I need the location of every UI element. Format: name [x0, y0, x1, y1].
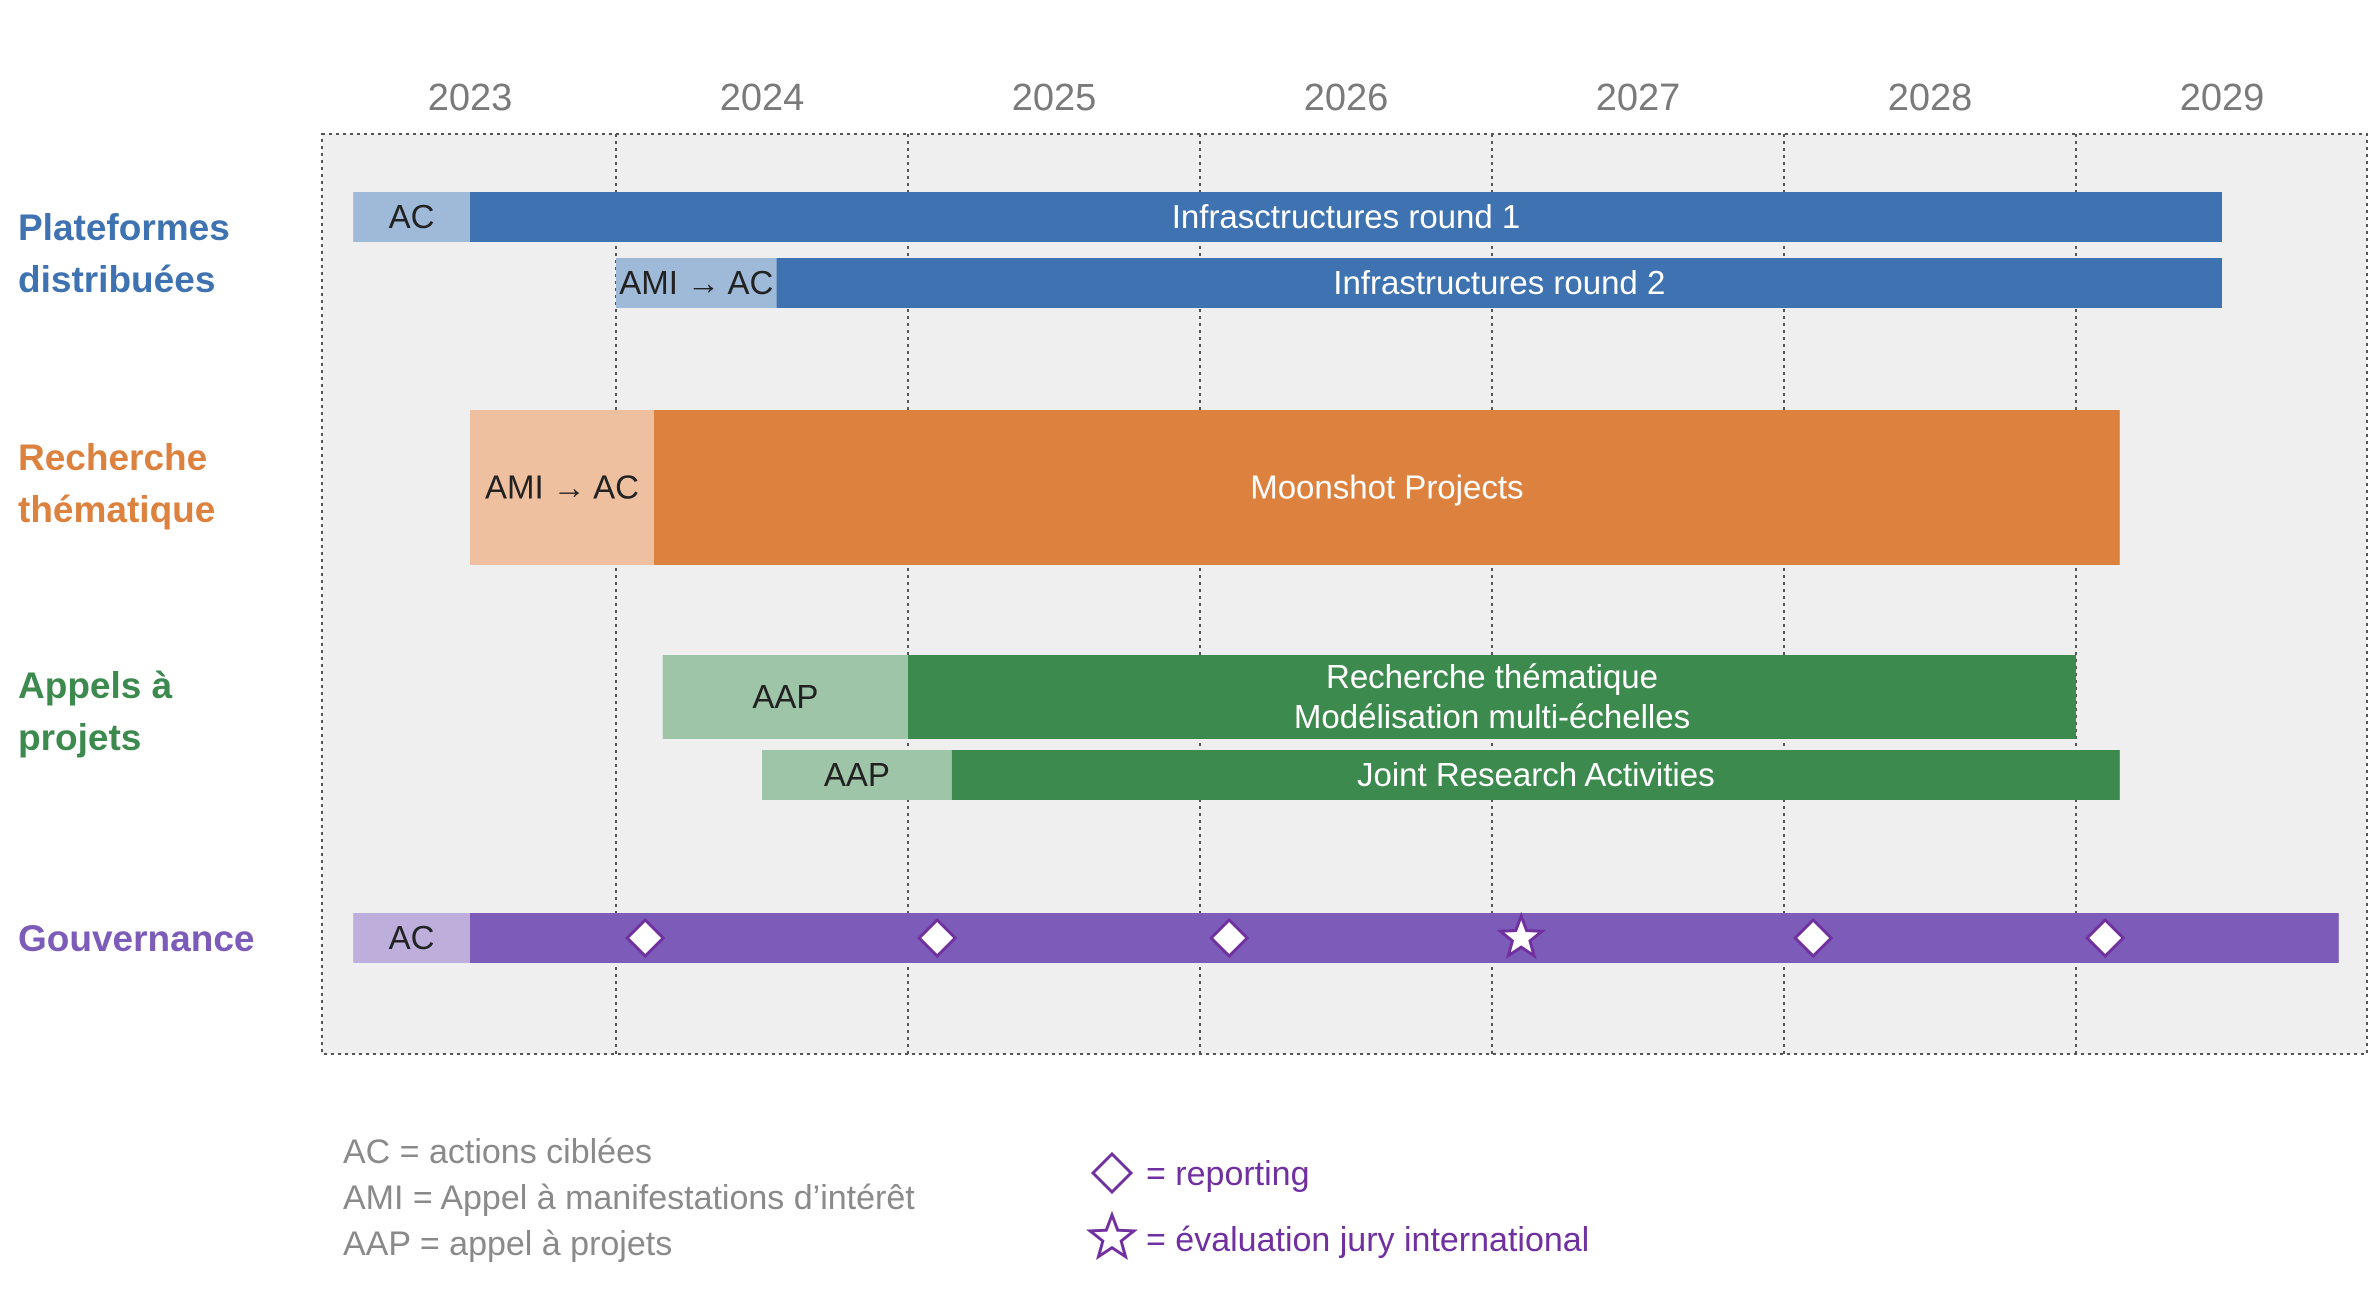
reporting-diamond-icon: [625, 917, 666, 959]
year-label: 2028: [1888, 77, 1973, 119]
group-label-plateformes: Plateformes: [18, 207, 230, 248]
prep-label: AC: [389, 919, 435, 956]
symbol-legend: = reporting = évaluation jury internation…: [1086, 1151, 1589, 1261]
year-axis: 2023 2024 2025 2026 2027 2028 2029: [428, 77, 2265, 119]
bar-appels: AAP Joint Research Activities: [762, 750, 2120, 800]
year-label: 2027: [1596, 77, 1681, 119]
main-segment: [470, 192, 2222, 242]
bar-plateformes: AMI → AC Infrastructures round 2: [616, 258, 2222, 308]
main-segment: [653, 410, 2120, 565]
main-segment: [908, 655, 2076, 739]
year-label: 2029: [2180, 77, 2265, 119]
milestones: [625, 911, 2126, 960]
main-segment: [470, 913, 2339, 963]
reporting-diamond-icon: [2085, 917, 2126, 959]
evaluation-star-icon: [1496, 911, 1547, 960]
legend-evaluation: = évaluation jury international: [1146, 1221, 1589, 1259]
legend-reporting: = reporting: [1146, 1155, 1310, 1193]
main-label: Infrasctructures round 1: [1172, 198, 1521, 235]
group-label-gouvernance: Gouvernance: [18, 918, 254, 959]
main-label: Recherche thématique: [1326, 658, 1658, 695]
year-label: 2024: [720, 77, 805, 119]
main-label: Infrastructures round 2: [1333, 264, 1665, 301]
prep-label: AAP: [752, 678, 818, 715]
prep-segment: [616, 258, 777, 308]
group-label-appels: Appels à: [18, 665, 173, 706]
reporting-diamond-icon: [1793, 917, 1834, 959]
main-label: Modélisation multi-échelles: [1294, 698, 1690, 735]
prep-label: AAP: [824, 756, 890, 793]
group-label-recherche: thématique: [18, 489, 215, 530]
prep-segment: [470, 410, 654, 565]
year-label: 2023: [428, 77, 513, 119]
bar-gouvernance: AC: [353, 913, 2339, 963]
main-label: Moonshot Projects: [1250, 469, 1523, 506]
prep-label: AC: [389, 198, 435, 235]
year-label: 2025: [1012, 77, 1097, 119]
bar-plateformes: AC Infrasctructures round 1: [353, 192, 2222, 242]
abbreviation-item: AMI = Appel à manifestations d’intérêt: [343, 1179, 915, 1217]
evaluation-star-icon: [1086, 1210, 1138, 1261]
main-label: Joint Research Activities: [1357, 756, 1715, 793]
abbreviation-item: AC = actions ciblées: [343, 1133, 652, 1171]
prep-label: AMI → AC: [485, 469, 639, 506]
main-segment: [951, 750, 2120, 800]
prep-segment: [762, 750, 952, 800]
abbreviation-item: AAP = appel à projets: [343, 1225, 672, 1263]
group-label-recherche: Recherche: [18, 437, 207, 478]
bar-recherche: AMI → AC Moonshot Projects: [470, 410, 2120, 565]
main-segment: [776, 258, 2222, 308]
prep-segment: [662, 655, 908, 739]
group-label-plateformes: distribuées: [18, 259, 215, 300]
reporting-diamond-icon: [917, 917, 958, 959]
reporting-diamond-icon: [1090, 1151, 1134, 1195]
reporting-diamond-icon: [1209, 917, 1250, 959]
prep-segment: [353, 913, 470, 963]
prep-label: AMI → AC: [619, 264, 773, 301]
prep-segment: [353, 192, 470, 242]
year-label: 2026: [1304, 77, 1389, 119]
group-label-appels: projets: [18, 717, 141, 758]
timeline-bars: AC Infrasctructures round 1 AMI → AC Infras…: [353, 192, 2339, 963]
